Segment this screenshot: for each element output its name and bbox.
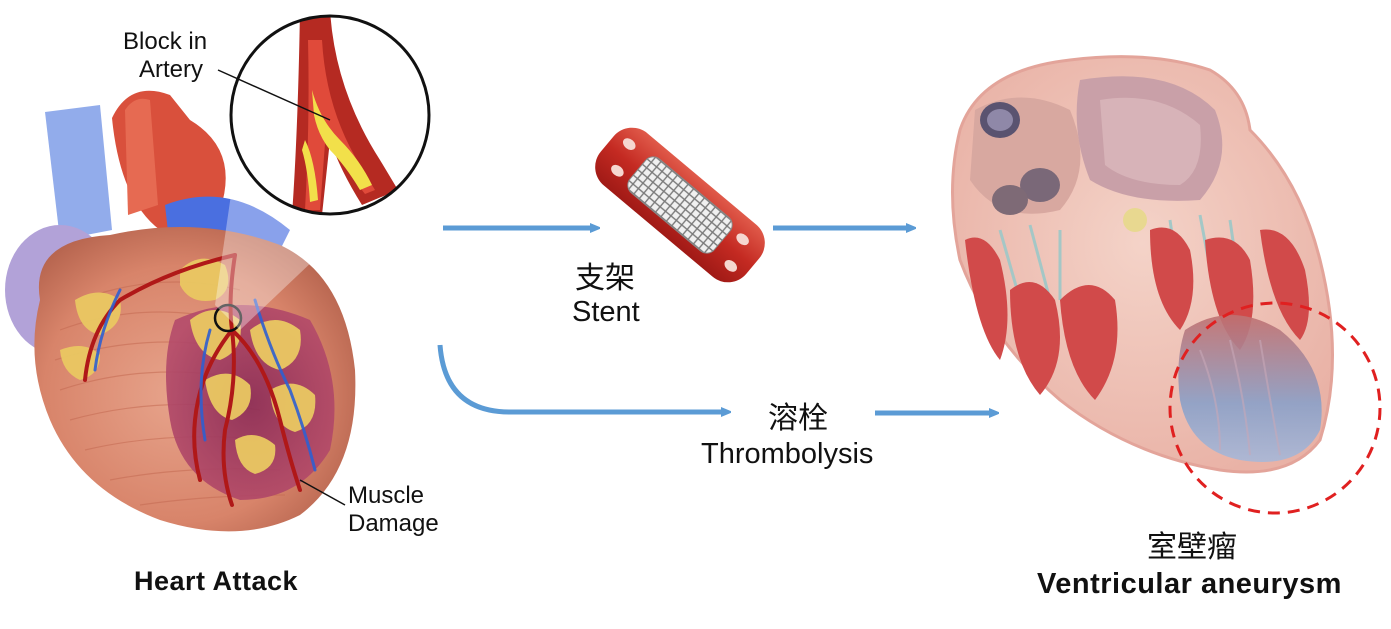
heart-cross-section	[951, 55, 1382, 515]
heart-illustration	[5, 14, 431, 532]
flow-arrows	[437, 228, 995, 413]
stent-illustration	[595, 127, 765, 283]
thrombolysis-label-cn: 溶栓	[768, 401, 828, 436]
block-label-line1: Block in	[123, 28, 208, 55]
muscle-label-line2: Damage	[348, 510, 439, 537]
heart-attack-caption: Heart Attack	[134, 566, 299, 596]
block-callout-line	[217, 69, 331, 121]
thrombolysis-label-en: Thrombolysis	[701, 438, 874, 470]
muscle-damage-label: Muscle Damage	[348, 482, 439, 538]
muscle-callout-line	[299, 479, 346, 506]
block-in-artery-label: Block in Artery	[123, 28, 207, 84]
aneurysm-bulge	[1178, 315, 1322, 462]
aneurysm-label-en: Ventricular aneurysm	[1037, 568, 1342, 600]
arrow-to-thrombolysis	[437, 344, 727, 412]
zoom-inset	[231, 16, 429, 214]
aneurysm-dashed-circle	[1168, 301, 1382, 515]
stent-label-cn: 支架	[575, 261, 635, 296]
stent-label-en: Stent	[572, 296, 640, 328]
blockage-marker	[213, 303, 243, 333]
block-label-line2: Artery	[139, 56, 204, 83]
vena-cava-shape	[45, 105, 112, 240]
aneurysm-label-cn: 室壁瘤	[1147, 530, 1237, 565]
muscle-label-line1: Muscle	[348, 482, 425, 509]
